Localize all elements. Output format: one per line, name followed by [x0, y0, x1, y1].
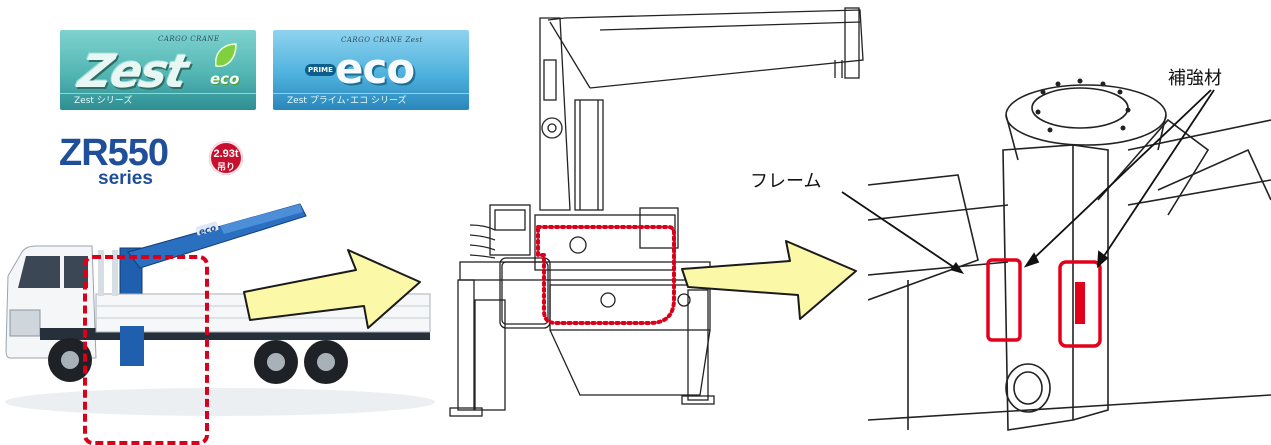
- logo-zest-word: Zest: [74, 44, 192, 98]
- logo-cargo-crane-text: CARGO CRANE Zest: [341, 36, 423, 44]
- frame-closeup-drawing: [868, 78, 1271, 431]
- capacity-value: 2.93t: [213, 148, 239, 160]
- arrow-truck-to-crane: [243, 249, 421, 329]
- boom-eco-label: eco: [198, 224, 218, 238]
- leaf-icon: [215, 43, 237, 67]
- reinforcement-label: 補強材: [1168, 68, 1222, 89]
- capacity-badge: 2.93t 吊り: [209, 141, 243, 175]
- logo-series-text: Zest プライム･エコ シリーズ: [287, 96, 407, 106]
- arrow-crane-to-closeup: [681, 240, 857, 320]
- logo-series-text: Zest シリーズ: [74, 96, 133, 106]
- zest-eco-logo: CARGO CRANE Zest eco Zest シリーズ: [60, 30, 256, 110]
- crane-base-highlight: [83, 255, 209, 445]
- logo-eco-word: eco: [210, 70, 240, 88]
- model-series: series: [98, 168, 153, 189]
- crane-elevation-drawing: [449, 7, 864, 417]
- model-name: ZR550: [59, 132, 169, 174]
- zest-prime-eco-logo: CARGO CRANE Zest PRIME eco Zest プライム･エコ …: [273, 30, 469, 110]
- logo-cargo-crane-text: CARGO CRANE: [158, 35, 220, 43]
- frame-leader-line: [841, 191, 964, 274]
- capacity-unit: 吊り: [216, 163, 235, 173]
- frame-label: フレーム: [750, 171, 822, 192]
- logo-eco-word: eco: [335, 44, 415, 93]
- prime-badge: PRIME: [305, 64, 336, 76]
- frame-highlight-outline: [536, 225, 676, 325]
